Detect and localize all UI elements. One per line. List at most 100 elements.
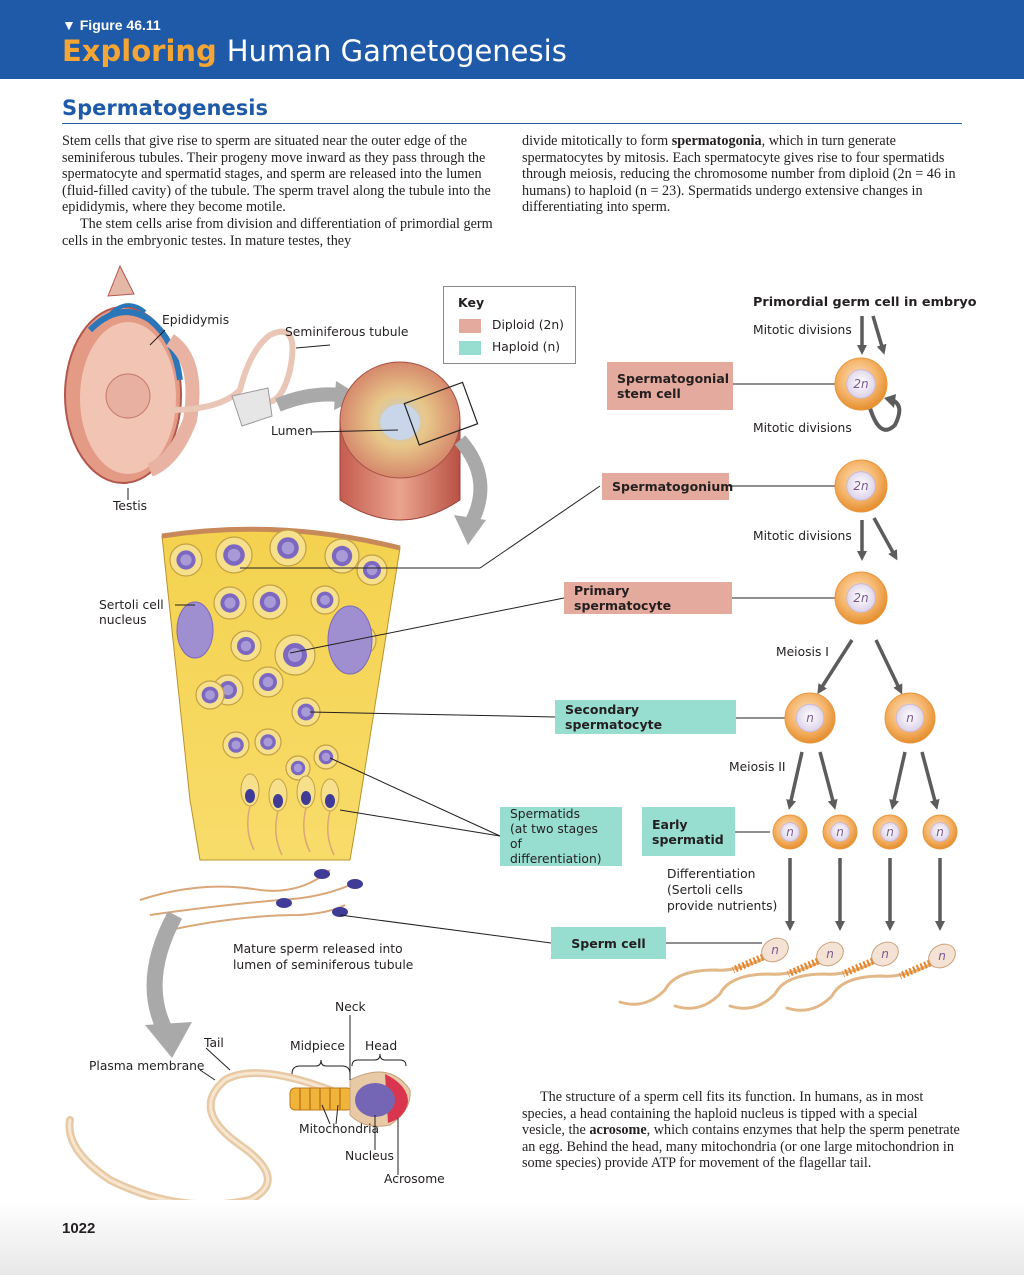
title-main: Human Gametogenesis <box>226 34 567 68</box>
section-title: Spermatogenesis <box>62 96 268 120</box>
footer-shade <box>0 1200 1024 1275</box>
label-sertoli-1: Sertoli cell <box>99 598 164 612</box>
box-stem-line1: Spermatogonial <box>617 371 730 386</box>
spermatogonium-cell: 2n <box>834 459 888 513</box>
label-differentiation-2: (Sertoli cells <box>667 883 743 897</box>
intro-paragraph-2: The stem cells arise from division and d… <box>62 215 493 249</box>
label-acrosome: Acrosome <box>384 1172 445 1186</box>
ploidy-label: 2n <box>853 377 868 391</box>
label-differentiation-1: Differentiation <box>667 867 756 881</box>
key-title: Key <box>458 295 485 310</box>
box-early-spermatid: Early spermatid <box>642 807 735 856</box>
box-spermatids-line3: differentiation) <box>510 851 602 866</box>
testis-illustration <box>64 264 296 484</box>
label-epididymis: Epididymis <box>162 313 230 327</box>
label-plasma-membrane: Plasma membrane <box>89 1059 205 1073</box>
late-spermatid <box>240 773 260 851</box>
label-testis: Testis <box>113 499 148 513</box>
germ-cell <box>285 755 311 781</box>
flow-arrows <box>785 315 945 931</box>
germ-cell <box>254 728 282 756</box>
box-secondary-spermatocyte: Secondary spermatocyte <box>555 700 736 734</box>
figure-label: ▼ Figure 46.11 <box>62 17 161 33</box>
label-primordial: Primordial germ cell in embryo <box>753 295 977 310</box>
label-nucleus: Nucleus <box>345 1149 394 1163</box>
germ-cell <box>356 554 388 586</box>
germ-cell <box>269 529 307 567</box>
title-prefix: Exploring <box>62 34 217 68</box>
closing-text-part: The structure of a sperm cell fits its f… <box>522 1089 924 1139</box>
germ-cell <box>252 666 284 698</box>
key-diploid-label: Diploid (2n) <box>492 318 564 332</box>
label-seminiferous-tubule: Seminiferous tubule <box>285 325 409 339</box>
label-mature-sperm-1: Mature sperm released into <box>233 942 403 956</box>
mature-sperm-cell: n <box>728 941 899 1010</box>
box-early-line1: Early <box>652 816 688 832</box>
ploidy-label: n <box>886 825 894 839</box>
figure-title: Exploring Human Gametogenesis <box>62 34 567 68</box>
label-tail: Tail <box>204 1036 224 1050</box>
primary-spermatocyte-cell: 2n <box>834 571 888 625</box>
label-mitotic-1: Mitotic divisions <box>753 323 852 337</box>
box-spermatids-line2: (at two stages of <box>510 821 598 851</box>
germ-cell <box>213 586 247 620</box>
tubule-wall-tissue <box>161 526 401 861</box>
sertoli-nucleus <box>176 601 214 659</box>
ploidy-label: n <box>806 711 814 725</box>
label-sertoli-2: nucleus <box>99 613 147 627</box>
label-head: Head <box>365 1039 398 1053</box>
label-mitotic-3: Mitotic divisions <box>753 529 852 543</box>
figure-header: ▼ Figure 46.11 Exploring Human Gametogene… <box>0 0 1024 79</box>
ploidy-label: n <box>906 711 914 725</box>
term-acrosome: acrosome <box>589 1122 647 1139</box>
late-spermatid <box>296 775 316 853</box>
box-spermatids: Spermatids (at two stages of differentia… <box>500 807 622 866</box>
germ-cell <box>313 744 339 770</box>
intro-text: , which in turn generate spermatocytes b… <box>522 133 956 216</box>
label-meiosis-2: Meiosis II <box>729 760 786 774</box>
intro-text: divide mitotically to form <box>522 133 672 149</box>
ploidy-label: n <box>786 825 794 839</box>
label-neck: Neck <box>335 1000 366 1014</box>
ploidy-label: 2n <box>853 479 868 493</box>
ploidy-label: n <box>938 949 946 963</box>
tubule-illustration <box>339 361 479 521</box>
early-spermatid-cell: n <box>922 814 958 850</box>
ploidy-label: n <box>836 825 844 839</box>
closing-paragraph: The structure of a sperm cell fits its f… <box>522 1089 964 1172</box>
closing-text: The structure of a sperm cell fits its f… <box>522 1089 964 1172</box>
label-midpiece: Midpiece <box>290 1039 345 1053</box>
released-sperm <box>139 869 363 931</box>
diploid-swatch <box>459 319 481 333</box>
ploidy-label: n <box>881 947 889 961</box>
box-sperm-cell: Sperm cell <box>551 927 666 959</box>
stem-cell: 2n <box>834 357 888 411</box>
intro-column-1: Stem cells that give rise to sperm are s… <box>62 133 500 249</box>
box-spermatogonial-stem-cell: Spermatogonial stem cell <box>607 362 733 410</box>
intro-paragraph-3: divide mitotically to form spermatogonia… <box>522 133 964 216</box>
ploidy-label: 2n <box>853 591 868 605</box>
box-spermatogonium: Spermatogonium <box>602 473 733 500</box>
early-spermatid-cell: n <box>872 814 908 850</box>
secondary-spermatocyte-cell: n <box>784 692 836 744</box>
ploidy-label: n <box>936 825 944 839</box>
ploidy-label: n <box>771 943 779 957</box>
box-spermatids-line1: Spermatids <box>510 806 580 821</box>
page-number: 1022 <box>62 1220 96 1237</box>
germ-cell <box>274 634 316 676</box>
ploidy-label: n <box>826 947 834 961</box>
label-differentiation-3: provide nutrients) <box>667 899 778 913</box>
label-meiosis-1: Meiosis I <box>776 645 829 659</box>
secondary-spermatocyte-cell: n <box>884 692 936 744</box>
early-spermatid-cell: n <box>822 814 858 850</box>
label-mitochondria: Mitochondria <box>299 1122 380 1136</box>
late-spermatid <box>268 778 288 856</box>
sertoli-nucleus <box>327 605 373 675</box>
germ-cell <box>230 630 262 662</box>
germ-cell <box>195 680 225 710</box>
term-spermatogonia: spermatogonia <box>671 133 762 149</box>
mature-sperm-cell: n <box>785 943 956 1012</box>
key-haploid-label: Haploid (n) <box>492 340 561 354</box>
germ-cell <box>222 731 250 759</box>
